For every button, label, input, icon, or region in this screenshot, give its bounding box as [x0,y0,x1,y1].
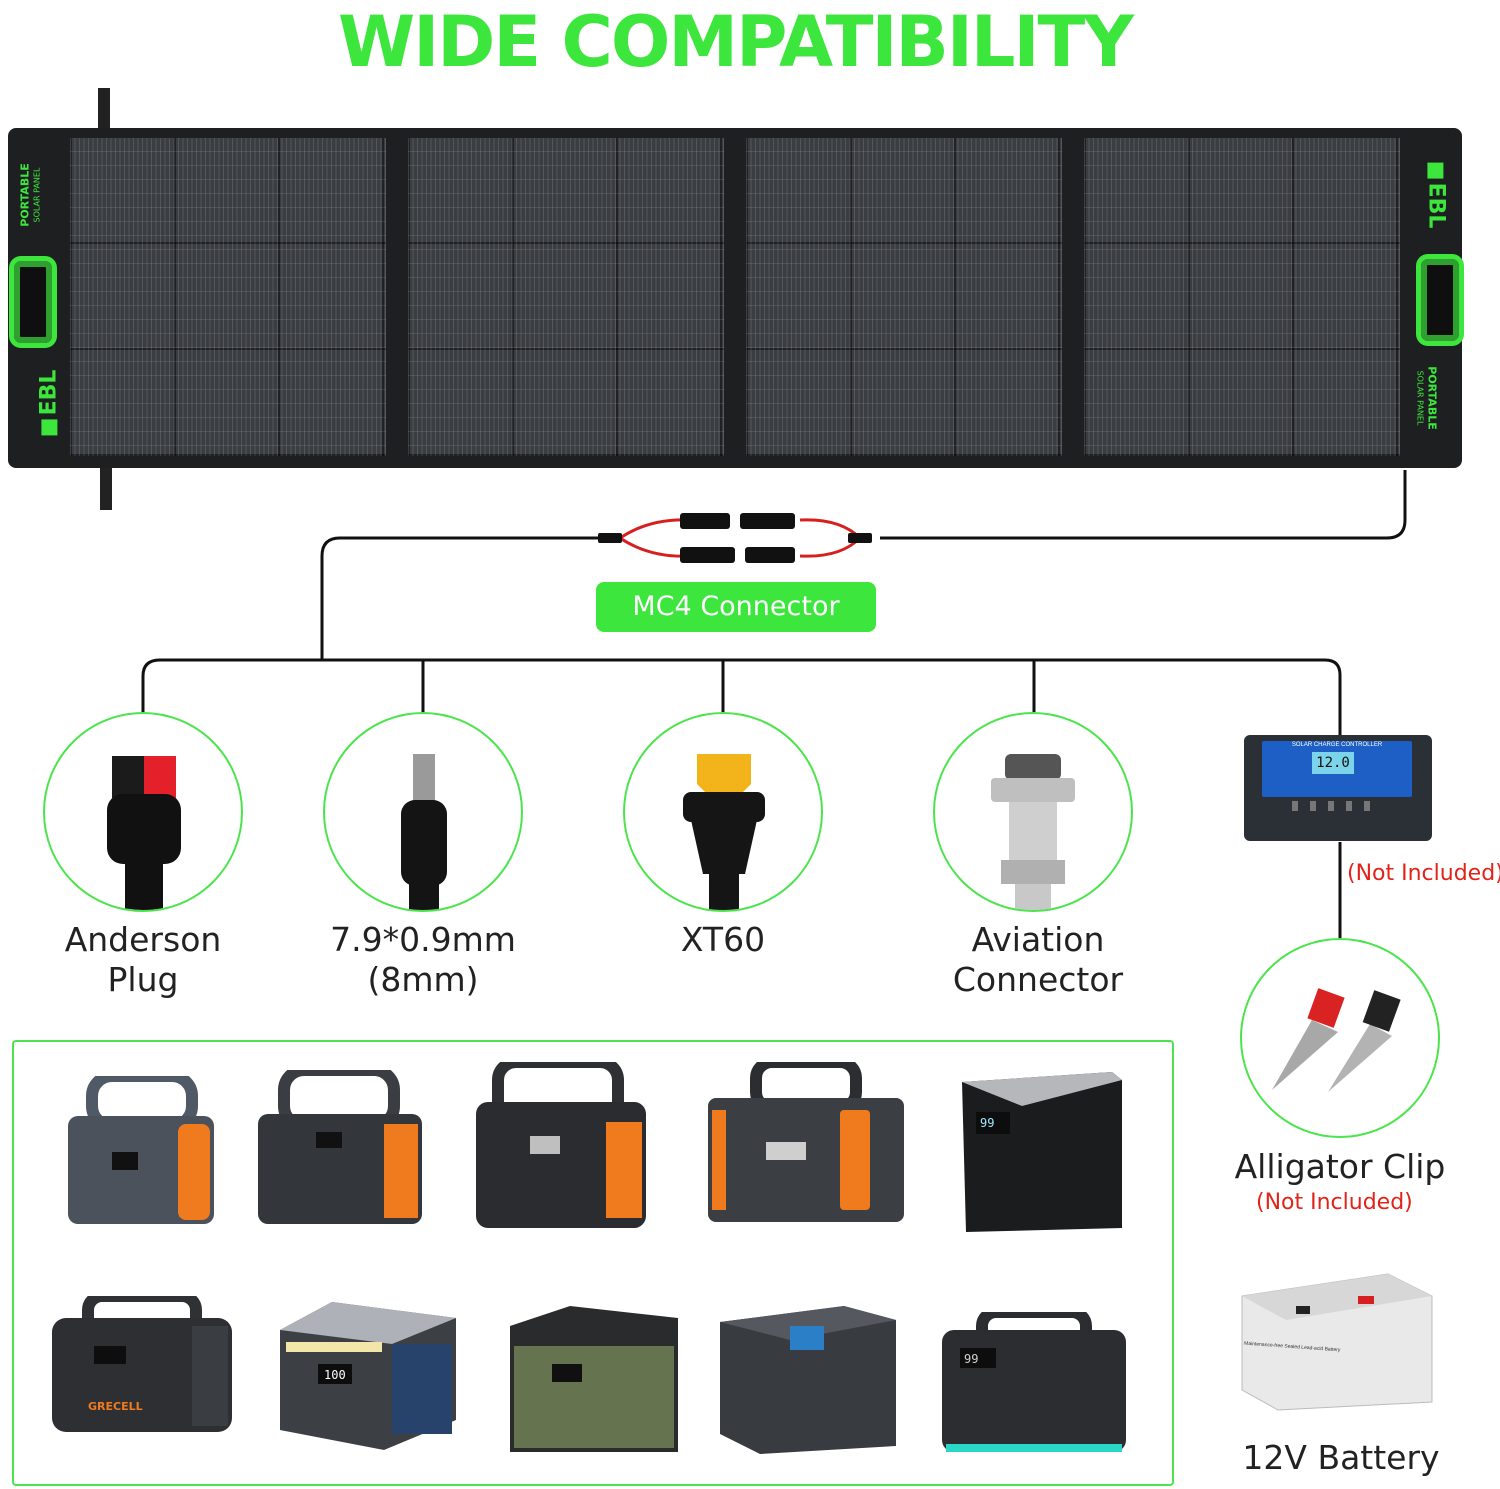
xt60-label: XT60 [680,920,766,959]
power-station: GRECELL [52,1290,232,1441]
power-station [708,1056,904,1231]
aviation-connector-image [933,712,1133,912]
panel-strap-top [98,88,110,138]
page-title: WIDE COMPATIBILITY [338,1,1134,83]
power-station: 100 [272,1300,460,1457]
power-station [510,1306,678,1461]
anderson-plug-image [43,712,243,912]
dc-barrel-plug-image [323,712,523,912]
carry-handle-left [9,256,57,348]
mc4-connector-label: MC4 Connector [596,582,876,632]
controller-header: SOLAR CHARGE CONTROLLER [1291,742,1383,748]
carry-handle-right [1416,254,1464,346]
aviation-connector-icon [991,754,1075,910]
alligator-clip-image [1240,938,1440,1138]
station-display: 99 [964,1352,979,1366]
power-station: 99 [962,1068,1122,1239]
power-station [68,1070,214,1231]
power-station [476,1056,646,1237]
alligator-not-included: (Not Included) [1256,1190,1413,1215]
controller-face: SOLAR CHARGE CONTROLLER 12.0 [1262,741,1412,797]
controller-leds [1292,801,1382,811]
power-station: 99 [942,1306,1126,1463]
xt60-plug-image [623,712,823,912]
controller-display: 12.0 [1312,752,1354,774]
alligator-clip-label: Alligator Clip [1234,1147,1446,1186]
solar-cell-block [746,138,1062,456]
battery-label: 12V Battery [1242,1438,1440,1477]
solar-cell-block [408,138,724,456]
dc-barrel-plug-icon [401,754,447,910]
anderson-plug-icon [107,756,181,910]
solar-cell-block [1084,138,1400,456]
solar-cell-block [70,138,386,456]
battery-icon [1241,1273,1433,1411]
mc4-connector-icon [598,513,872,563]
panel-strap-bottom [100,460,112,510]
barrel-plug-label: 7.9*0.9mm(8mm) [330,920,516,999]
charge-controller: SOLAR CHARGE CONTROLLER 12.0 [1244,735,1432,841]
station-display: 100 [324,1368,346,1382]
station-brand: GRECELL [88,1400,143,1413]
xt60-plug-icon [683,754,765,910]
alligator-clip-icon [1272,988,1401,1092]
power-station [258,1064,422,1231]
power-station [720,1306,896,1461]
controller-not-included: (Not Included) [1347,861,1500,886]
battery-image: Maintenance-free Sealed Lead-acid Batter… [1238,1272,1434,1412]
station-display: 99 [980,1116,995,1130]
power-stations-group [12,1040,1174,1486]
